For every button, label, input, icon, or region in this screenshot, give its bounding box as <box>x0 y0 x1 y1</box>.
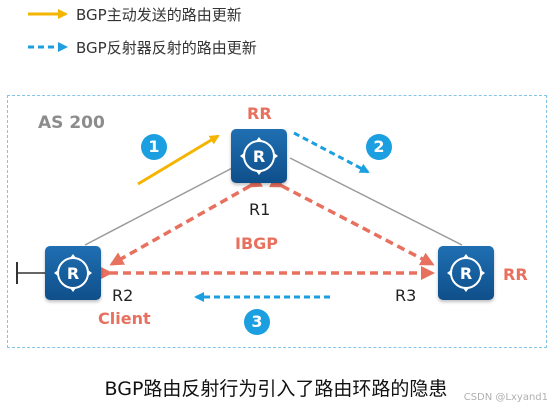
ibgp-r1-r2 <box>109 174 264 266</box>
svg-text:R: R <box>253 147 265 166</box>
router-icon: R <box>240 137 278 175</box>
legend-reflected-label: BGP反射器反射的路由更新 <box>76 39 257 57</box>
ibgp-label: IBGP <box>235 234 279 253</box>
r3-name-label: R3 <box>395 286 417 305</box>
router-r1[interactable]: R <box>231 129 287 183</box>
step2-arrow <box>293 131 370 174</box>
r2-name-label: R2 <box>112 286 134 305</box>
step-badge-2: 2 <box>366 134 392 160</box>
diagram-caption: BGP路由反射行为引入了路由环路的隐患 <box>104 378 448 400</box>
r1-role-label: RR <box>247 104 272 123</box>
svg-text:R: R <box>67 264 79 283</box>
router-icon: R <box>447 254 485 292</box>
r2-role-label: Client <box>98 309 151 328</box>
router-r2[interactable]: R <box>45 246 101 300</box>
router-r3[interactable]: R <box>438 246 494 300</box>
r1-name-label: R1 <box>249 200 271 219</box>
r3-role-label: RR <box>503 265 528 284</box>
step1-arrow <box>137 134 220 186</box>
ibgp-r1-r3 <box>269 174 435 266</box>
svg-text:R: R <box>460 264 472 283</box>
step-badge-3: 3 <box>244 309 270 335</box>
as-boundary <box>7 95 547 348</box>
step-badge-1: 1 <box>141 134 167 160</box>
watermark: CSDN @Lxyand1 <box>463 392 548 403</box>
legend-active-label: BGP主动发送的路由更新 <box>76 6 242 24</box>
as-label: AS 200 <box>38 113 105 133</box>
router-icon: R <box>54 254 92 292</box>
